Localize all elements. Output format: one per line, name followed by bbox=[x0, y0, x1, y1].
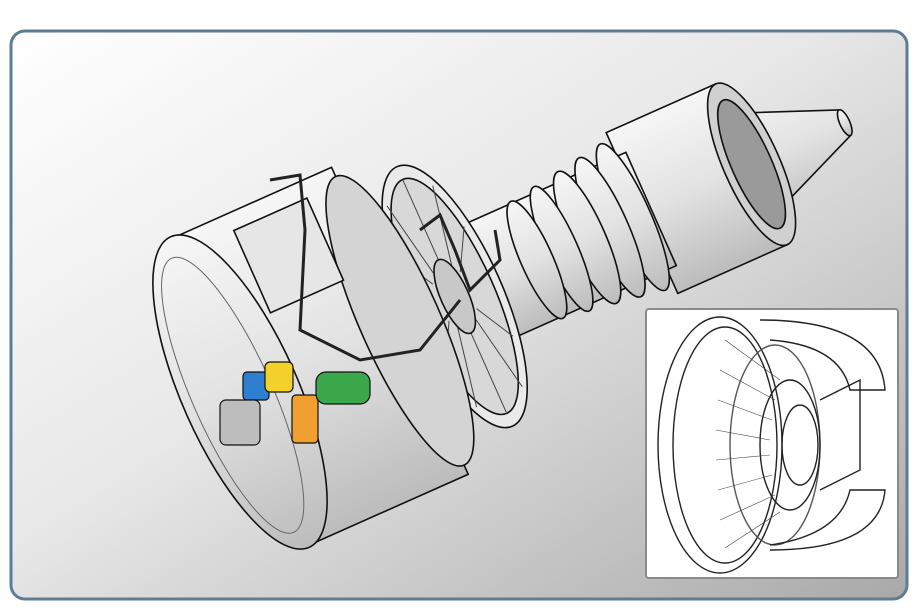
accessory-orange bbox=[291, 394, 319, 444]
engine-main bbox=[152, 82, 853, 550]
piping bbox=[269, 173, 502, 362]
fan-inset bbox=[645, 308, 899, 579]
accessory-yellow bbox=[264, 361, 294, 393]
accessories bbox=[219, 361, 371, 446]
accessory-green bbox=[315, 371, 371, 405]
